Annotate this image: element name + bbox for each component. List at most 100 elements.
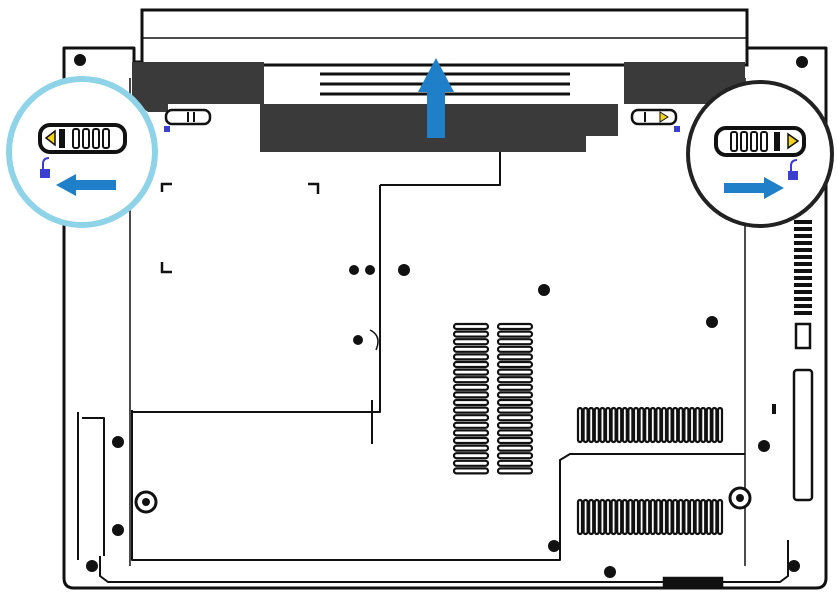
vent-slot [452,459,490,467]
vent-slot [496,444,534,452]
right-latch-switch [714,126,806,157]
vent-slot [452,452,490,460]
vent-slot [683,406,690,444]
vent-slot [576,498,584,536]
vent-slot [452,368,490,376]
vent-slot [666,406,673,444]
vent-slot [604,498,612,536]
vent-slot [660,498,668,536]
vent-slot [496,421,534,429]
vent-slot [694,406,701,444]
vent-slot [452,436,490,445]
vent-slot [677,498,684,536]
vent-slot [716,498,724,536]
vent-slot [588,498,595,536]
vent-slot [496,459,534,467]
vent-slot [496,376,534,384]
vent-slot [649,406,656,444]
vent-slot [496,383,534,391]
vent-slot [496,452,534,460]
vent-slot [496,345,534,353]
vent-slot [452,398,490,407]
vent-slot [576,406,584,444]
vent-slot [694,498,701,536]
vent-slot [496,338,534,346]
vent-slot [582,406,589,444]
vent-slot [638,406,645,444]
vent-slot [610,406,617,444]
vent-slot [672,406,679,444]
vent-slot [452,330,490,338]
vent-slot [655,406,662,444]
vent-slot [688,406,696,444]
vent-slot [716,406,724,444]
vent-slot [496,406,534,414]
vent-slot [593,498,600,536]
vent-slot [632,406,640,444]
vent-slot [452,345,490,353]
vent-slot [604,406,612,444]
vent-slot [672,498,679,536]
left-latch-switch [38,123,127,154]
vent-slot [700,498,707,536]
vent-slot [496,398,534,407]
screws [74,54,808,578]
remove-battery-arrow-icon [418,58,454,138]
vent-slot [655,498,662,536]
vent-slot [621,498,628,536]
vent-slot [688,498,696,536]
vent-slot [452,322,490,331]
left-latch-callout [6,76,158,228]
vent-slot [452,391,490,399]
vent-slot [496,436,534,445]
vent-slot [588,406,595,444]
vent-slot [705,498,712,536]
unlock-icon [40,157,50,178]
vent-slot [610,498,617,536]
vent-slot [452,429,490,437]
vent-slot [683,498,690,536]
vent-slot [496,322,534,331]
vent-slot [496,360,534,369]
vent-slot [452,338,490,346]
vent-slot [496,330,534,338]
vent-slot [632,498,640,536]
vent-slot [705,406,712,444]
vent-slot [452,383,490,391]
vent-slot [666,498,673,536]
vent-slot [638,498,645,536]
left-latch-small [164,108,212,132]
unlock-icon [788,159,798,180]
vent-slot [496,429,534,437]
vent-slot [700,406,707,444]
vent-slot [452,376,490,384]
vent-slot [496,467,534,475]
side-ports [662,322,814,590]
vent-slot [582,498,589,536]
battery-pack [132,8,749,160]
right-latch-callout [686,80,834,228]
vent-slot [452,414,490,422]
vent-slot [599,498,606,536]
vent-slot [496,353,534,361]
vent-slot [644,406,651,444]
vent-slot [616,498,623,536]
vent-slot [452,467,490,475]
vent-slot [599,406,606,444]
vent-slot [593,406,600,444]
vent-slot [452,444,490,452]
ventilation-vents [452,322,724,536]
right-latch-small [630,108,680,132]
vent-slot [627,498,634,536]
vent-slot [621,406,628,444]
side-vent-ribs [794,220,812,315]
vent-slot [496,414,534,422]
right-arrow-icon [724,177,784,199]
vent-slot [649,498,656,536]
compartment-corner-marks [160,182,320,274]
vent-slot [677,406,684,444]
vent-slot [452,353,490,361]
vent-slot [452,360,490,369]
